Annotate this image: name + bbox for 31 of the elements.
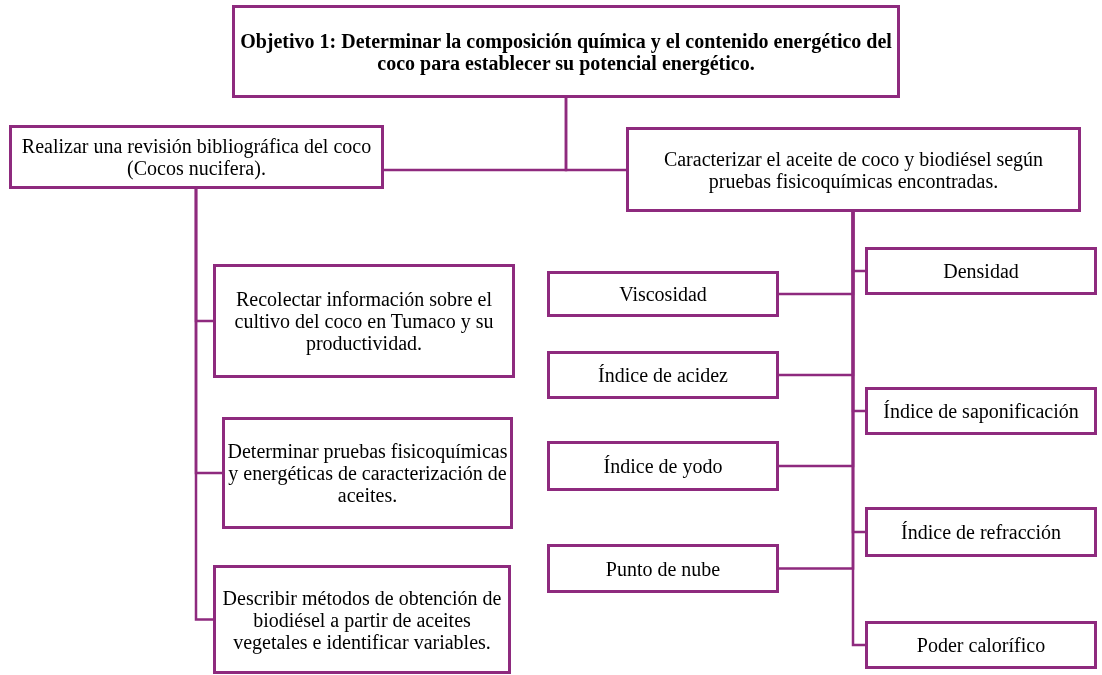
box-text: Determinar pruebas fisicoquímicas y energéticas de caracterización de aceites.: [227, 440, 508, 506]
box-text: Índice de saponificación: [883, 400, 1079, 422]
connector-line: [564, 98, 626, 172]
box-text: Recolectar información sobre el cultivo del coco en Tumaco y su productividad.: [233, 288, 495, 354]
process-box: [547, 351, 779, 399]
process-box: [865, 507, 1097, 557]
box-text: Índice de yodo: [603, 455, 723, 477]
process-box: [626, 127, 1081, 212]
process-box: [213, 264, 515, 378]
box-text: Densidad: [943, 260, 1019, 282]
box-text: Objetivo 1: Determinar la composición química y el contenido energético del coco para establecer su potencial energético.: [239, 29, 893, 74]
box-text: Punto de nube: [605, 557, 721, 580]
box-text: Índice de refracción: [901, 521, 1061, 543]
box-text: Viscosidad: [619, 283, 707, 305]
process-box: [213, 565, 511, 674]
process-box: [547, 544, 779, 593]
box-text: Describir métodos de obtención de biodiésel a partir de aceites vegetales e identificar variables.: [221, 586, 503, 653]
process-box: [865, 621, 1097, 669]
process-box: [547, 441, 779, 491]
process-box: [9, 125, 384, 189]
box-text: Caracterizar el aceite de coco y biodiésel según pruebas fisicoquímicas encontradas.: [662, 147, 1045, 192]
process-box: [222, 417, 513, 529]
box-text: Realizar una revisión bibliográfica del coco (Cocos nucifera).: [20, 135, 373, 179]
process-box: [865, 387, 1097, 435]
process-box: [547, 271, 779, 317]
process-box: [865, 247, 1097, 295]
box-text: Poder calorífico: [916, 634, 1046, 656]
connector-line: [851, 212, 865, 647]
box-text: Índice de acidez: [598, 364, 728, 386]
process-box: [232, 5, 900, 98]
connector-line: [194, 189, 213, 621]
